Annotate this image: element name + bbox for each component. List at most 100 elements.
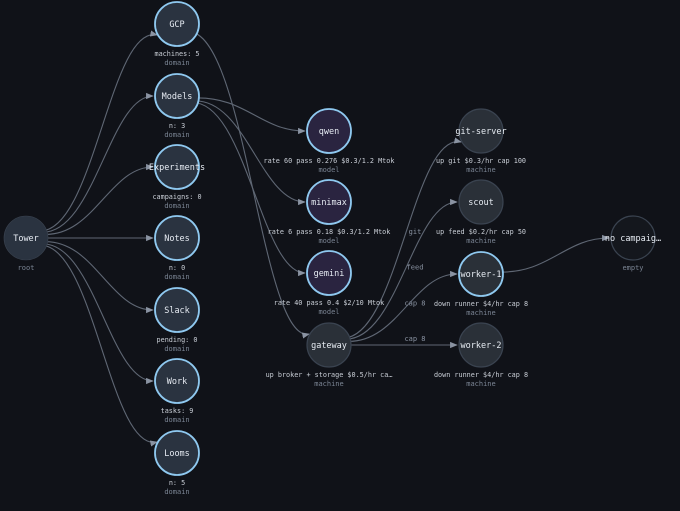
node-kind-slack: domain — [164, 345, 189, 353]
node-circle-worker-1[interactable] — [458, 251, 504, 297]
node-label-git-server: git-server — [455, 127, 506, 137]
node-sub-experiments: campaigns: 0 — [152, 193, 201, 201]
edge-gateway-to-scout — [342, 198, 458, 340]
node-label-worker-2: worker-2 — [461, 341, 502, 351]
node-label-worker-1: worker-1 — [461, 270, 502, 280]
node-kind-qwen: model — [318, 166, 339, 174]
node-no-campaign[interactable]: no campaig… empty — [605, 215, 661, 272]
node-label-work: Work — [167, 377, 187, 387]
edge-tower-to-gcp — [37, 30, 158, 232]
node-sub-qwen: rate 60 pass 0.276 $0.3/1.2 Mtok — [264, 157, 395, 165]
edge-worker-1-to-no-campaign — [497, 234, 610, 273]
edge-models-to-qwen — [193, 97, 306, 135]
node-label-scout: scout — [468, 198, 494, 208]
node-kind-scout: machine — [466, 237, 496, 245]
node-sub-scout: up feed $0.2/hr cap 50 — [436, 228, 526, 236]
node-circle-work[interactable] — [154, 358, 200, 404]
node-circle-models[interactable] — [154, 73, 200, 119]
node-kind-no-campaign: empty — [622, 264, 643, 272]
node-label-experiments: Experiments — [149, 163, 205, 173]
node-label-tower: Tower — [13, 234, 39, 244]
node-label-qwen: qwen — [319, 127, 339, 137]
node-circle-gateway[interactable] — [306, 322, 352, 368]
node-circle-experiments[interactable] — [154, 144, 200, 190]
node-sub-worker-1: down runner $4/hr cap 8 — [434, 300, 528, 308]
node-label-looms: Looms — [164, 449, 190, 459]
edge-label-gateway-to-scout: feed — [407, 264, 424, 272]
edge-gateway-to-worker-1 — [344, 270, 458, 342]
node-sub-looms: n: 5 — [169, 479, 185, 487]
node-label-gcp: GCP — [169, 20, 184, 30]
node-kind-models: domain — [164, 131, 189, 139]
node-sub-models: n: 3 — [169, 122, 185, 130]
node-kind-gateway: machine — [314, 380, 344, 388]
node-circle-qwen[interactable] — [306, 108, 352, 154]
node-circle-slack[interactable] — [154, 287, 200, 333]
node-circle-git-server[interactable] — [458, 108, 504, 154]
node-label-gateway: gateway — [311, 341, 347, 351]
edge-tower-to-looms — [37, 244, 158, 447]
edges-layer — [37, 30, 610, 447]
node-sub-worker-2: down runner $4/hr cap 8 — [434, 371, 528, 379]
node-kind-git-server: machine — [466, 166, 496, 174]
node-kind-tower: root — [18, 264, 35, 272]
node-circle-worker-2[interactable] — [458, 322, 504, 368]
node-circle-minimax[interactable] — [306, 179, 352, 225]
node-sub-gcp: machines: 5 — [154, 50, 199, 58]
edge-tower-to-experiments — [41, 163, 154, 235]
node-circle-no-campaign[interactable] — [610, 215, 656, 261]
edge-label-gateway-to-worker-2: cap 8 — [404, 335, 425, 343]
node-circle-scout[interactable] — [458, 179, 504, 225]
edge-tower-to-work — [39, 243, 154, 385]
edge-models-to-gemini — [189, 102, 306, 277]
node-tower[interactable]: Tower root — [3, 215, 49, 272]
edge-tower-to-slack — [41, 241, 154, 314]
node-kind-gemini: model — [318, 308, 339, 316]
node-circle-looms[interactable] — [154, 430, 200, 476]
node-sub-notes: n: 0 — [169, 264, 185, 272]
node-label-notes: Notes — [164, 234, 190, 244]
node-kind-worker-1: machine — [466, 309, 496, 317]
node-sub-gemini: rate 40 pass 0.4 $2/10 Mtok — [274, 299, 385, 307]
node-kind-minimax: model — [318, 237, 339, 245]
node-sub-minimax: rate 6 pass 0.18 $0.3/1.2 Mtok — [268, 228, 391, 236]
node-label-gemini: gemini — [314, 269, 345, 279]
node-circle-gemini[interactable] — [306, 250, 352, 296]
node-qwen[interactable]: qwen rate 60 pass 0.276 $0.3/1.2 Mtokmode… — [264, 108, 395, 174]
node-circle-gcp[interactable] — [154, 1, 200, 47]
node-sub-slack: pending: 0 — [157, 336, 198, 344]
node-kind-looms: domain — [164, 488, 189, 496]
edge-models-to-minimax — [191, 100, 306, 206]
node-circle-notes[interactable] — [154, 215, 200, 261]
node-sub-work: tasks: 9 — [161, 407, 194, 415]
edge-tower-to-models — [39, 92, 154, 233]
node-label-models: Models — [162, 92, 193, 102]
node-sub-gateway: up broker + storage $0.5/hr ca… — [266, 371, 393, 379]
node-kind-gcp: domain — [164, 59, 189, 67]
node-label-slack: Slack — [164, 306, 190, 316]
node-gateway[interactable]: gateway up broker + storage $0.5/hr ca…ma… — [266, 322, 393, 388]
node-label-no-campaign: no campaig… — [605, 234, 661, 244]
node-kind-work: domain — [164, 416, 189, 424]
node-circle-tower[interactable] — [3, 215, 49, 261]
edge-label-gateway-to-worker-1: cap 8 — [404, 300, 425, 308]
node-kind-notes: domain — [164, 273, 189, 281]
node-kind-worker-2: machine — [466, 380, 496, 388]
edge-gateway-to-git-server — [340, 137, 462, 339]
